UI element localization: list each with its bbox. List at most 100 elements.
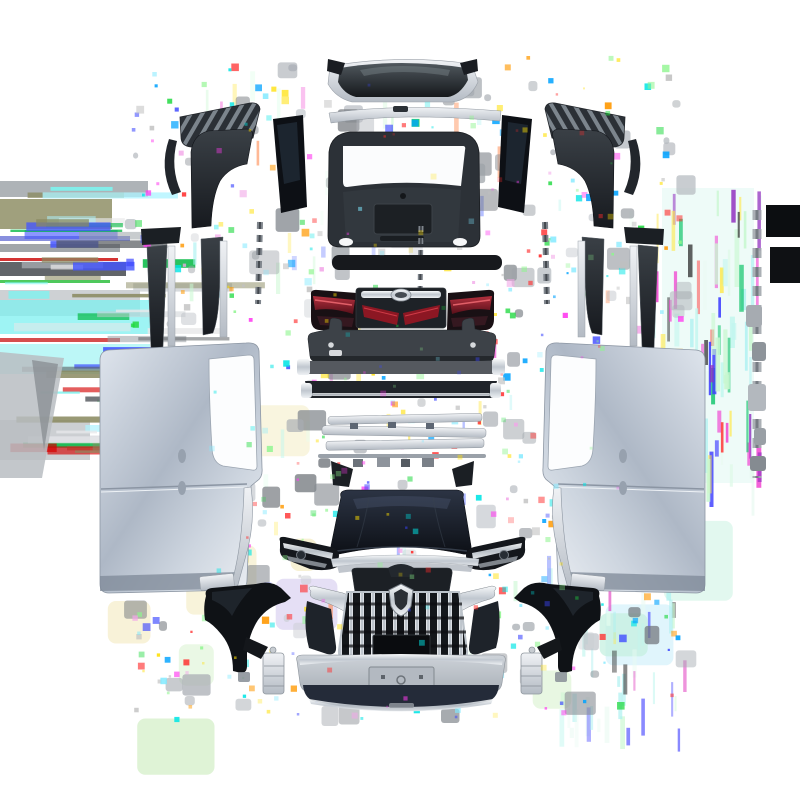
noise-speck	[675, 650, 697, 668]
noise-speck	[712, 349, 717, 395]
noise-speck	[249, 685, 255, 692]
noise-speck	[632, 649, 637, 678]
noise-speck-over	[497, 177, 503, 183]
noise-speck-over	[425, 605, 430, 610]
noise-speck	[534, 641, 541, 647]
bumper-bracket-left	[262, 652, 285, 695]
noise-speck	[704, 340, 708, 365]
bumper-bracket-left-lines	[264, 665, 284, 687]
noise-speck	[664, 209, 671, 216]
noise-speck	[737, 211, 740, 238]
noise-speck-over	[485, 230, 491, 236]
noise-speck	[410, 550, 414, 554]
noise-speck-over	[257, 699, 263, 704]
noise-speck	[673, 271, 678, 309]
noise-speck-over	[431, 126, 434, 129]
noise-speck	[411, 119, 419, 127]
noise-speck	[606, 290, 617, 301]
noise-speck	[548, 557, 551, 560]
side-grey-b	[752, 342, 766, 361]
noise-speck	[256, 140, 260, 166]
noise-speck	[603, 661, 606, 664]
noise-speck-over	[522, 127, 528, 133]
noise-speck	[136, 105, 145, 114]
noise-speck	[498, 377, 505, 385]
noise-speck	[255, 84, 262, 92]
noise-speck	[152, 72, 157, 77]
noise-speck	[126, 282, 265, 289]
noise-speck	[321, 246, 326, 258]
noise-speck	[245, 549, 252, 556]
noise-speck	[434, 397, 437, 401]
noise-speck	[548, 78, 554, 84]
noise-speck	[287, 259, 296, 268]
noise-speck	[490, 511, 497, 517]
side-grey-a	[746, 305, 762, 327]
noise-speck-over	[545, 513, 550, 518]
tailgate-vent-left	[339, 238, 353, 246]
noise-speck	[157, 679, 162, 684]
noise-speck	[97, 311, 186, 318]
noise-speck	[190, 630, 193, 633]
black-bit-right	[537, 637, 562, 659]
noise-speck	[318, 458, 331, 468]
tail-garnish-redstreak-right	[404, 307, 439, 317]
tall-panel-right-sheen	[505, 122, 528, 184]
noise-speck	[748, 325, 753, 351]
noise-speck	[137, 662, 145, 670]
noise-speck	[248, 318, 253, 322]
noise-speck	[152, 617, 160, 624]
noise-speck	[309, 247, 313, 251]
noise-speck	[190, 233, 199, 242]
noise-speck	[174, 671, 180, 678]
bumper-bracket-right-bolt	[528, 646, 536, 654]
noise-speck-over	[579, 130, 585, 136]
noise-speck	[229, 287, 234, 292]
noise-speck	[619, 634, 627, 643]
noise-speck	[276, 88, 281, 120]
vstrip-left-a	[167, 245, 176, 347]
noise-speck	[671, 630, 677, 637]
noise-speck	[512, 623, 521, 631]
noise-speck-over	[392, 133, 395, 136]
left-grey-wedge-dark	[32, 360, 58, 450]
noise-speck	[156, 653, 161, 657]
cpillar-arc-left	[164, 139, 181, 195]
noise-speck	[659, 181, 663, 185]
noise-speck	[532, 527, 540, 536]
noise-speck	[165, 677, 183, 692]
noise-speck-over	[364, 484, 370, 490]
rear-trim-band2-cap-left	[301, 383, 312, 398]
noise-speck	[714, 243, 719, 285]
noise-speck	[16, 416, 101, 423]
noise-speck	[50, 186, 113, 191]
noise-speck	[601, 603, 604, 606]
noise-speck-over	[250, 426, 255, 431]
noise-speck	[620, 208, 635, 219]
noise-speck	[629, 210, 634, 244]
noise-speck	[723, 329, 728, 384]
noise-speck	[232, 83, 237, 105]
noise-speck	[608, 584, 612, 612]
noise-speck-over	[403, 696, 408, 701]
noise-speck-over	[424, 101, 431, 108]
noise-speck	[749, 357, 752, 389]
noise-speck	[565, 247, 578, 258]
noise-speck	[475, 494, 482, 501]
noise-speck-over	[244, 122, 248, 126]
noise-speck	[477, 421, 481, 425]
noise-speck-over	[559, 562, 563, 566]
noise-speck-over	[386, 513, 390, 516]
noise-speck	[522, 431, 537, 444]
noise-speck	[654, 271, 659, 303]
door-right-window	[547, 354, 597, 471]
side-black-block-a	[766, 205, 800, 237]
noise-speck	[616, 241, 622, 248]
noise-speck-over	[379, 250, 385, 256]
noise-speck-over	[540, 664, 547, 671]
noise-speck	[727, 249, 731, 296]
noise-speck-over	[516, 180, 519, 184]
noise-speck	[548, 520, 555, 528]
noise-speck	[483, 405, 487, 409]
